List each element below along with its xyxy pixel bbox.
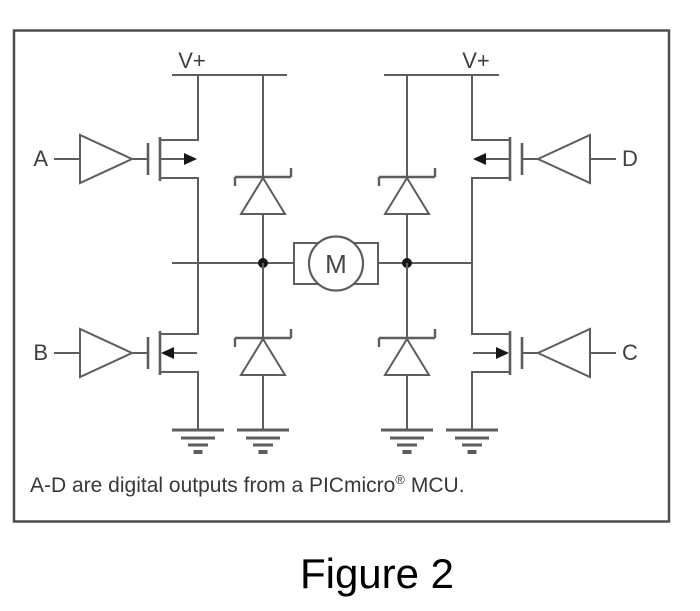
mosfet-b-arrow bbox=[161, 347, 174, 359]
motor-circle bbox=[307, 235, 365, 292]
input-label-c: C bbox=[622, 340, 638, 365]
mosfet-c bbox=[471, 263, 524, 429]
vplus-label-right: V+ bbox=[462, 48, 490, 73]
right-half-bridge bbox=[377, 74, 616, 454]
buffer-a bbox=[79, 133, 135, 185]
note-text: A-D are digital outputs from a PICmicro®… bbox=[30, 472, 465, 497]
buffer-c bbox=[535, 327, 591, 379]
mosfet-c-arrow bbox=[496, 347, 509, 359]
buffer-d bbox=[535, 133, 591, 185]
note-suffix: MCU. bbox=[411, 474, 465, 497]
mosfet-d bbox=[471, 75, 524, 263]
input-label-a: A bbox=[33, 146, 48, 171]
motor-label: M bbox=[325, 249, 347, 279]
mosfet-d-arrow bbox=[473, 153, 486, 165]
registered-trademark-symbol: ® bbox=[395, 472, 405, 487]
mosfet-b bbox=[146, 263, 199, 429]
input-label-d: D bbox=[622, 146, 638, 171]
motor: M bbox=[293, 235, 379, 292]
left-half-bridge bbox=[54, 74, 294, 454]
buffer-b bbox=[79, 327, 135, 379]
mosfet-a-arrow bbox=[184, 153, 197, 165]
figure-caption: Figure 2 bbox=[300, 550, 454, 597]
input-label-b: B bbox=[33, 340, 48, 365]
mosfet-a bbox=[146, 75, 199, 263]
vplus-label-left: V+ bbox=[178, 48, 206, 73]
note-prefix: A-D are digital outputs from a PICmicro bbox=[30, 474, 395, 497]
